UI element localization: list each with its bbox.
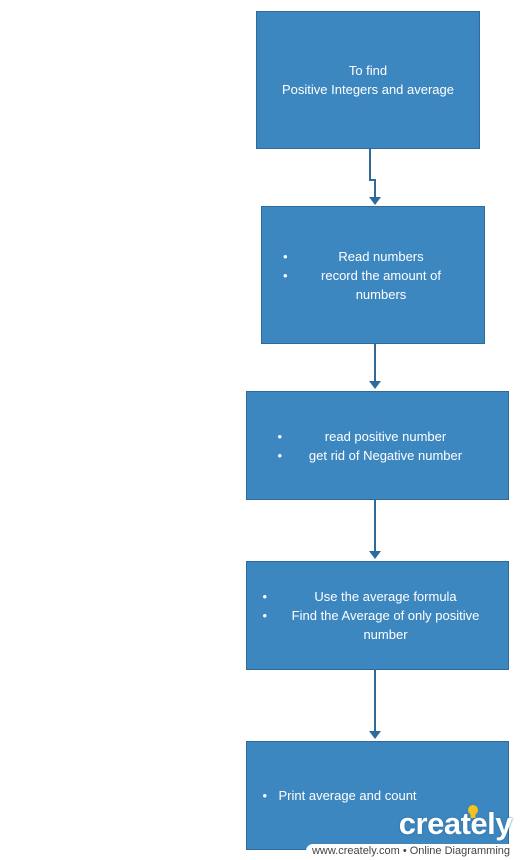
creately-tagline: www.creately.com • Online Diagramming [305,844,516,858]
bullet-icon: • [262,589,268,604]
connector-start-to-read [369,148,376,199]
bullet-icon: • [277,447,283,463]
bullet-text: read positive number [324,428,447,444]
bullet-text: record the amount of numbers [321,267,441,302]
bullet-icon: • [262,608,268,623]
lightbulb-icon [468,805,478,818]
bullet-item: • Read numbers [283,247,463,266]
bullet-icon: • [277,428,283,444]
bullet-text: get rid of Negative number [308,447,463,463]
bullet-icon: • [262,788,268,803]
creately-logo: creately [398,806,513,841]
read-numbers-box: • Read numbers • record the amount of nu… [261,206,485,344]
filter-numbers-box: • read positive number • get rid of Nega… [246,391,509,500]
bullet-text: Use the average formula [314,589,457,604]
print-result-box: • Print average and count [246,741,509,850]
bullet-text: Find the Average of only positive number [291,608,480,642]
bullet-item: • read positive number [278,427,478,446]
bullet-icon: • [283,267,288,283]
bullet-text: Read numbers [338,248,424,264]
start-line-1: To find [348,63,388,78]
average-formula-box: • Use the average formula • Find the Ave… [246,561,509,670]
start-line-2: Positive Integers and average [282,82,454,97]
bullet-item: • Print average and count [263,786,493,805]
bullet-text: Print average and count [278,788,417,803]
start-box: To find Positive Integers and average [256,11,480,149]
creately-watermark: creately www.creately.com • Online Diagr… [284,805,516,860]
bullet-item: • Find the Average of only positive numb… [263,606,493,644]
bullet-icon: • [283,248,288,264]
bullet-item: • Use the average formula [263,587,493,606]
bullet-item: • record the amount of numbers [283,266,463,304]
bullet-item: • get rid of Negative number [278,446,478,465]
